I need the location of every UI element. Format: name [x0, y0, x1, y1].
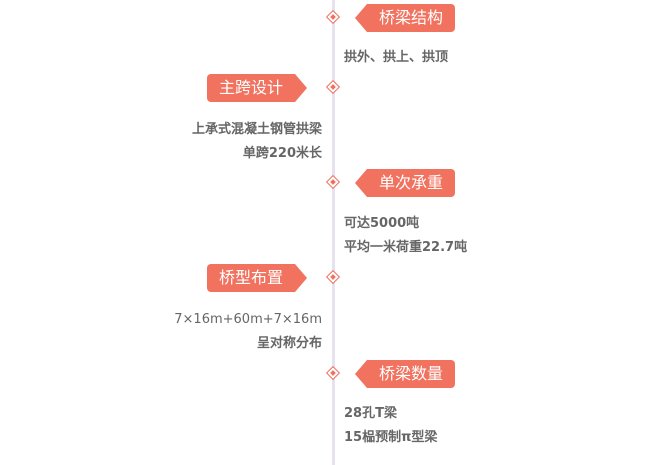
tag-bridge-structure: 桥梁结构: [354, 4, 456, 32]
desc-bridge-layout: 7×16m+60m+7×16m 呈对称分布: [174, 308, 322, 356]
timeline-node: [325, 174, 341, 190]
desc-line: 15榀预制π型梁: [344, 430, 438, 445]
desc-line: 7×16m+60m+7×16m: [174, 312, 322, 327]
desc-line: 平均一米荷重22.7吨: [344, 240, 468, 255]
timeline-node: [325, 269, 341, 285]
desc-line: 呈对称分布: [256, 336, 322, 351]
tag-bridge-layout: 桥型布置: [207, 264, 308, 292]
desc-line: 拱外、拱上、拱顶: [344, 50, 449, 65]
timeline-node: [325, 79, 341, 95]
desc-line: 可达5000吨: [344, 216, 420, 231]
desc-single-load: 可达5000吨 平均一米荷重22.7吨: [344, 212, 467, 260]
tag-bridge-count: 桥梁数量: [354, 360, 456, 388]
desc-line: 上承式混凝土钢管拱梁: [191, 122, 322, 137]
desc-bridge-structure: 拱外、拱上、拱顶: [344, 46, 448, 70]
desc-line: 单跨220米长: [242, 146, 322, 161]
timeline-node: [325, 365, 341, 381]
desc-bridge-count: 28孔T梁 15榀预制π型梁: [344, 402, 437, 450]
tag-main-span-design: 主跨设计: [207, 74, 308, 102]
tag-single-load: 单次承重: [354, 169, 456, 197]
desc-main-span-design: 上承式混凝土钢管拱梁 单跨220米长: [192, 118, 322, 166]
timeline-node: [325, 9, 341, 25]
timeline-axis: [332, 0, 335, 465]
desc-line: 28孔T梁: [344, 406, 397, 421]
